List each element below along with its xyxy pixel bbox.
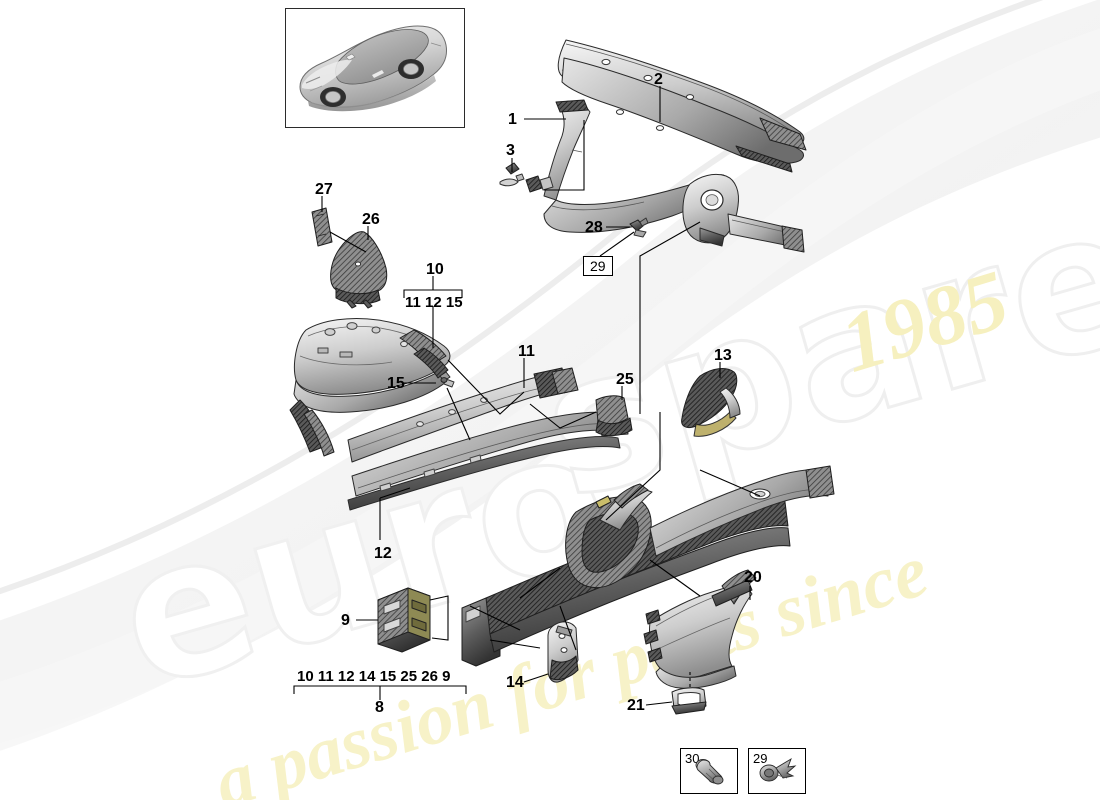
bracket-group-bottom-parent: 8 [375, 699, 384, 716]
bracket-group-top-children: 11 12 15 [405, 294, 463, 311]
legend-label-30: 30 [685, 751, 700, 766]
legend-box-30: 30 [680, 748, 738, 794]
leader-lines [293, 86, 761, 706]
callout-11: 11 [518, 343, 535, 360]
callout-21: 21 [627, 697, 645, 714]
callout-28: 28 [585, 219, 603, 236]
callout-10: 10 [426, 261, 444, 278]
part-27-plate [311, 207, 333, 247]
part-3-clip [499, 162, 554, 193]
part-28-bracket [629, 217, 649, 238]
expansion-clip-icon [759, 757, 797, 782]
callout-27: 27 [315, 181, 333, 198]
part-2-cowl-crossmember [557, 39, 807, 173]
boxed-callout-29: 29 [583, 256, 613, 276]
callout-9: 9 [341, 612, 350, 629]
callout-1: 1 [508, 111, 517, 128]
part-8-main-frame-rail [461, 465, 835, 667]
callout-3: 3 [506, 142, 515, 159]
watermark-year: 1985 [830, 252, 1019, 391]
part-21-u-clip [671, 687, 707, 715]
callout-15: 15 [387, 375, 405, 392]
part-9-mounting-block [377, 587, 431, 653]
vehicle-thumbnail-box [285, 8, 465, 128]
part-26-gusset [330, 231, 388, 309]
part-1-node-bracket [682, 173, 805, 253]
legend-label-29: 29 [753, 751, 768, 766]
part-1-cowl-side-rail [543, 99, 727, 233]
callout-12: 12 [374, 545, 392, 562]
callout-2: 2 [654, 71, 663, 88]
part-15-clip [439, 371, 455, 388]
part-14-bracket [547, 621, 579, 683]
legend-box-29: 29 [748, 748, 806, 794]
callout-25: 25 [616, 371, 634, 388]
rivet-nut-icon [695, 759, 724, 785]
vehicle-thumbnail-icon [299, 25, 447, 112]
callout-20: 20 [744, 569, 762, 586]
watermark-brand-spares: spares [518, 129, 1100, 544]
part-20-console [643, 569, 757, 689]
part-13-reinforcement [681, 368, 741, 437]
part-10-wheelhouse-panel [289, 317, 451, 457]
callout-14: 14 [506, 674, 524, 691]
callout-13: 13 [714, 347, 732, 364]
part-12-lower-rail [347, 407, 629, 511]
watermark-tagline: a passion for parts since [205, 529, 938, 800]
callout-26: 26 [362, 211, 380, 228]
part-25-bracket [595, 395, 633, 437]
bracket-group-bottom-children: 10 11 12 14 15 25 26 9 [297, 668, 451, 685]
part-11-side-member [347, 367, 579, 463]
